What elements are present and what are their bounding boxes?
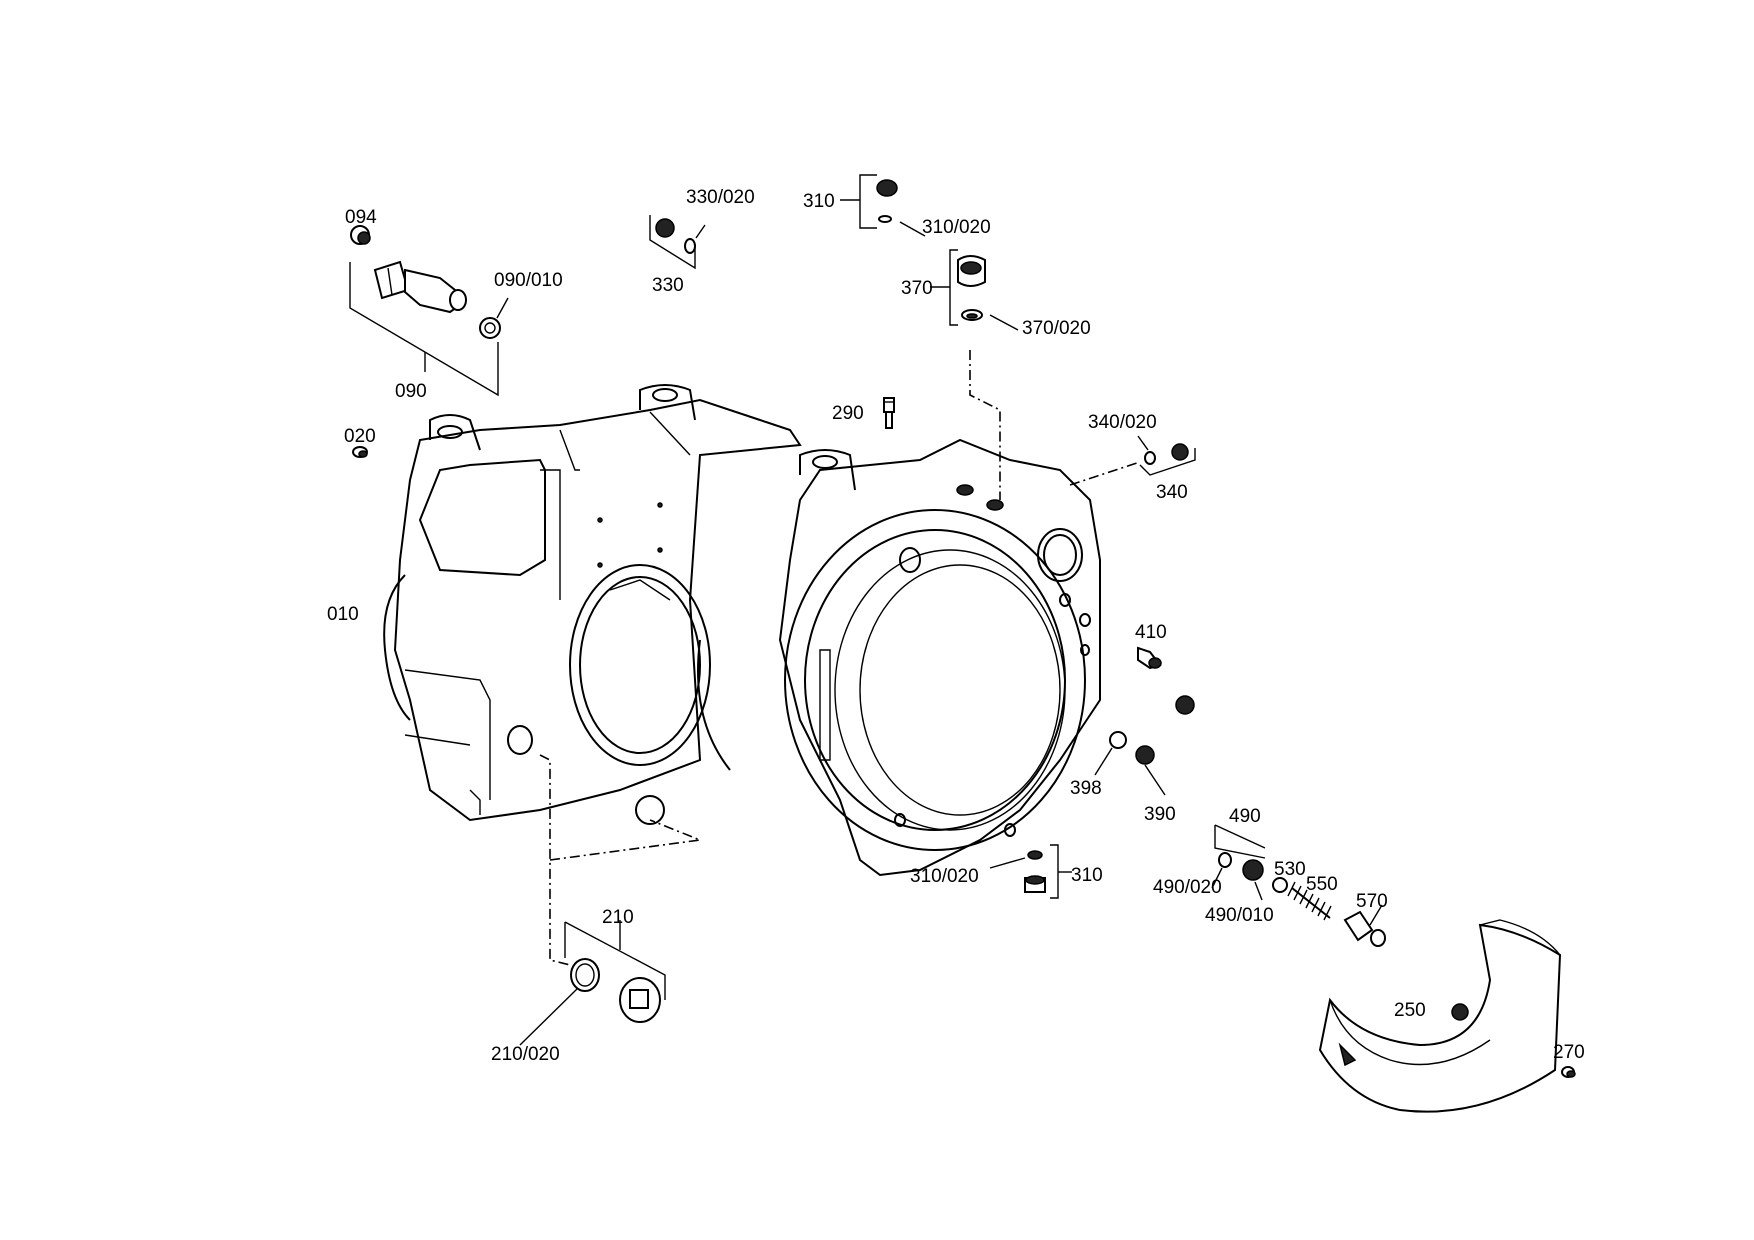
label-340: 340 <box>1156 482 1188 503</box>
part-330-plug <box>649 215 706 270</box>
label-490: 490 <box>1229 806 1261 827</box>
label-094: 094 <box>345 207 377 228</box>
label-490-020: 490/020 <box>1153 877 1222 898</box>
label-210-020: 210/020 <box>491 1044 560 1065</box>
label-370: 370 <box>901 278 933 299</box>
label-010: 010 <box>327 604 359 625</box>
part-290-fitting <box>883 397 895 429</box>
label-390: 390 <box>1144 804 1176 825</box>
part-530-ring <box>1272 877 1288 893</box>
bracket-090 <box>349 262 509 397</box>
part-570-plug <box>1343 904 1386 947</box>
label-570: 570 <box>1356 891 1388 912</box>
label-250: 250 <box>1394 1000 1426 1021</box>
part-270-screw <box>1561 1066 1576 1078</box>
part-250-shield <box>1318 919 1562 1113</box>
label-410: 410 <box>1135 622 1167 643</box>
label-210: 210 <box>602 907 634 928</box>
label-550: 550 <box>1306 874 1338 895</box>
label-090: 090 <box>395 381 427 402</box>
part-094-screw <box>350 225 371 245</box>
label-490-010: 490/010 <box>1205 905 1274 926</box>
label-090-010: 090/010 <box>494 270 563 291</box>
label-340-020: 340/020 <box>1088 412 1157 433</box>
part-410-fitting <box>1137 646 1162 670</box>
label-370-020: 370/020 <box>1022 318 1091 339</box>
label-310-top: 310 <box>803 191 835 212</box>
label-290: 290 <box>832 403 864 424</box>
part-550-spring <box>1287 881 1332 921</box>
label-020: 020 <box>344 426 376 447</box>
part-490-valve <box>1211 824 1266 901</box>
label-310-020-bottom: 310/020 <box>910 866 979 887</box>
part-390-plug <box>1135 695 1195 796</box>
label-310-020-top: 310/020 <box>922 217 991 238</box>
label-330-020: 330/020 <box>686 187 755 208</box>
label-398: 398 <box>1070 778 1102 799</box>
label-310-bottom: 310 <box>1071 865 1103 886</box>
part-020-plug <box>352 446 368 458</box>
part-340-plug <box>1137 435 1196 476</box>
part-310-bottom-plug <box>989 844 1072 899</box>
transmission-housing <box>383 384 1101 877</box>
part-310-top-plug <box>840 174 926 237</box>
label-270: 270 <box>1553 1042 1585 1063</box>
label-530: 530 <box>1274 859 1306 880</box>
assembly-lines <box>539 350 1141 966</box>
part-398-seal <box>1094 731 1127 776</box>
label-330: 330 <box>652 275 684 296</box>
part-090-sensor <box>373 260 467 314</box>
part-210-plug <box>519 920 666 1046</box>
part-370-plug <box>930 249 1019 331</box>
part-090-010-oring <box>479 317 501 339</box>
